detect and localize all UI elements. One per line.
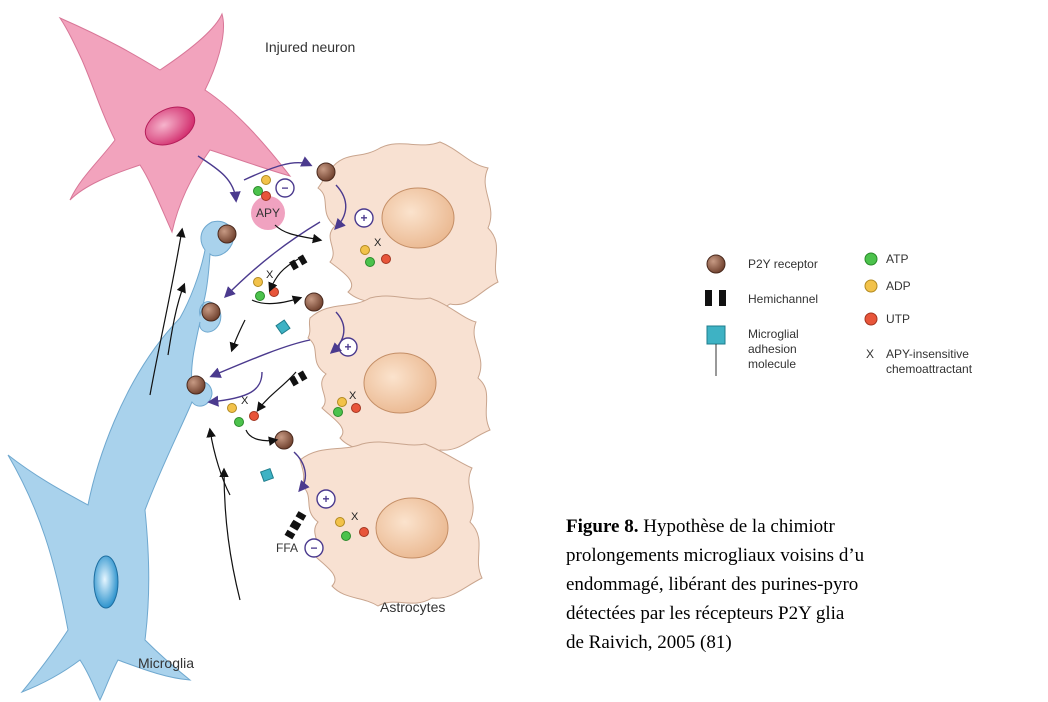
legend-utp-icon [865, 313, 877, 325]
caption-line2: prolongements microgliaux voisins d’u [566, 541, 1036, 570]
legend-hemichannel-icon [705, 290, 712, 306]
adhesion-molecule [261, 469, 274, 482]
astrocytes-label: Astrocytes [380, 599, 445, 615]
minus-symbol: − [276, 179, 294, 197]
astrocyte-3-nucleus [376, 498, 448, 558]
injured-neuron-label: Injured neuron [265, 39, 355, 55]
apy-label: APY [256, 206, 280, 220]
legend-atp-icon [865, 253, 877, 265]
microglia-cell [8, 221, 234, 700]
p2y-receptor [275, 431, 293, 449]
figure-caption: Figure 8. Hypothèse de la chimiotr prolo… [566, 512, 1036, 657]
plus-symbol: + [317, 490, 335, 508]
legend-adhesion-line1: Microglial [748, 327, 799, 341]
legend-apy-line1: APY-insensitive [886, 347, 969, 361]
caption-line1: Hypothèse de la chimiotr [638, 516, 834, 537]
legend-p2y-receptor-icon [707, 255, 725, 273]
p2y-receptor [218, 225, 236, 243]
legend-atp-label: ATP [886, 252, 908, 266]
microglia-label: Microglia [138, 655, 194, 671]
x-mark: X [266, 269, 274, 281]
astrocyte-1-nucleus [382, 188, 454, 248]
legend-apy-line2: chemoattractant [886, 362, 973, 376]
legend-x-symbol: X [866, 347, 874, 361]
plus-symbol: + [355, 209, 373, 227]
x-mark: X [374, 237, 382, 249]
adhesion-molecule [276, 320, 290, 334]
legend-adp-icon [865, 280, 877, 292]
legend-utp-label: UTP [886, 312, 910, 326]
svg-text:+: + [322, 492, 329, 506]
svg-text:+: + [360, 211, 367, 225]
legend-adhesion-line2: adhesion [748, 342, 797, 356]
x-mark: X [349, 390, 357, 402]
ffa-label: FFA [276, 541, 298, 555]
x-mark: X [351, 511, 359, 523]
caption-label: Figure 8. [566, 516, 638, 537]
legend-adhesion-line3: molecule [748, 357, 796, 371]
astrocyte-1 [318, 142, 498, 312]
svg-text:−: − [281, 181, 288, 195]
hemichannel [289, 371, 307, 387]
legend-p2y-receptor-label: P2Y receptor [748, 257, 818, 271]
legend-adhesion-icon [707, 326, 725, 344]
p2y-receptor [187, 376, 205, 394]
astrocyte-2 [308, 296, 490, 458]
injured-neuron [60, 14, 290, 232]
microglia-nucleus [94, 556, 118, 608]
p2y-receptor [305, 293, 323, 311]
p2y-receptor [202, 303, 220, 321]
p2y-receptor [317, 163, 335, 181]
legend-hemichannel-label: Hemichannel [748, 292, 818, 306]
svg-text:−: − [310, 541, 317, 555]
astrocyte-3 [300, 442, 482, 606]
astrocyte-2-nucleus [364, 353, 436, 413]
caption-line5: de Raivich, 2005 (81) [566, 628, 1036, 657]
legend-adp-label: ADP [886, 279, 911, 293]
caption-line4: détectées par les récepteurs P2Y glia [566, 599, 1036, 628]
minus-symbol: − [305, 539, 323, 557]
legend: P2Y receptor Hemichannel Microglial adhe… [632, 232, 1046, 388]
svg-text:+: + [344, 340, 351, 354]
caption-line3: endommagé, libérant des purines-pyro [566, 570, 1036, 599]
